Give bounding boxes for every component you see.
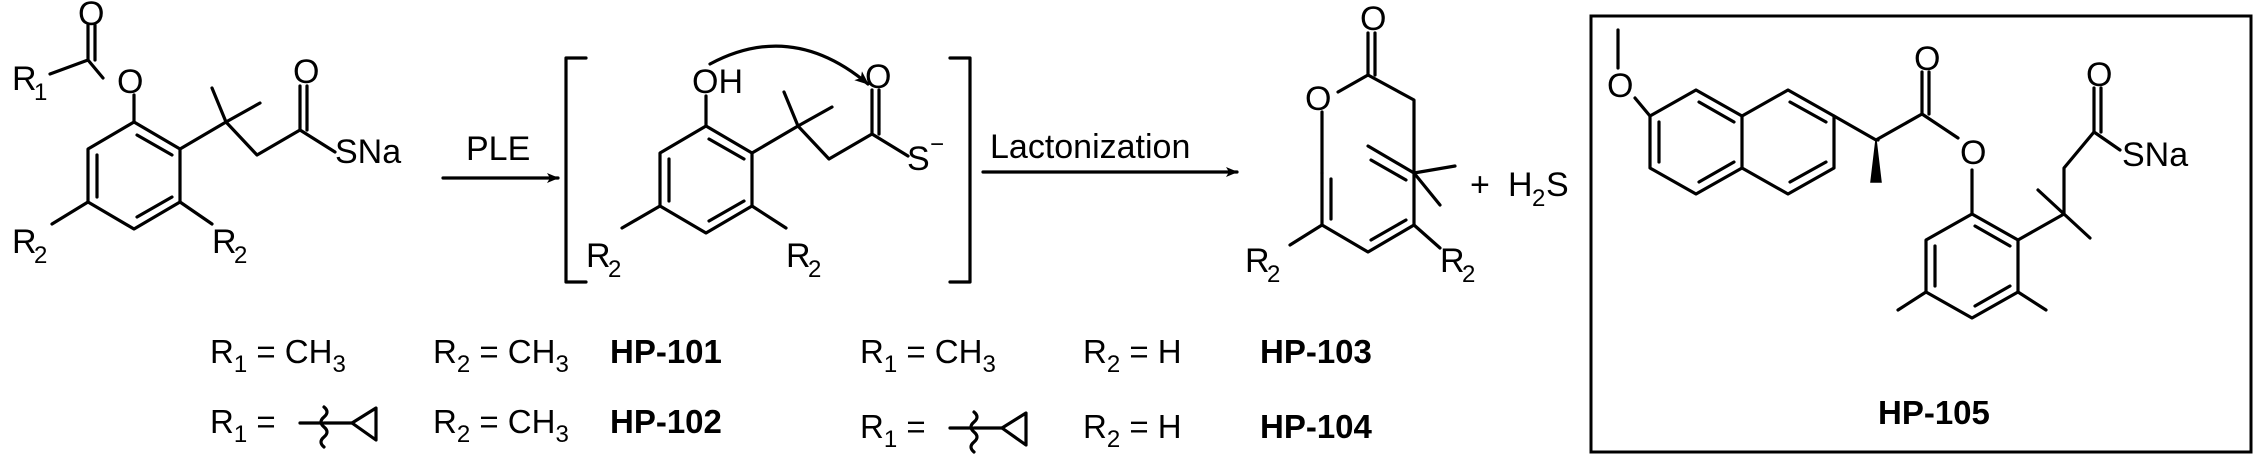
- r2-right-sub: 2: [234, 242, 247, 269]
- r1-label: R: [12, 60, 37, 98]
- intermediate-r2-right: R: [786, 237, 811, 275]
- hp105-label: HP-105: [1878, 394, 1990, 431]
- thiolate-s: S: [907, 140, 930, 178]
- lactone-r2-left-sub: 2: [1267, 261, 1280, 288]
- cond-1-r2: R2 = CH3: [433, 333, 569, 378]
- ester-carbonyl-o: O: [78, 0, 104, 33]
- lactone-ring-o: O: [1305, 80, 1331, 118]
- compound-code-3: HP-103: [1260, 333, 1372, 370]
- starting-material: O O R 1 O SNa R 2 R 2: [12, 0, 401, 269]
- oh-label: OH: [692, 63, 743, 101]
- r2-left-sub: 2: [34, 242, 47, 269]
- methoxy-o: O: [1607, 67, 1633, 105]
- thio-carbonyl-o-hp105: O: [2086, 56, 2112, 94]
- h2s-subscript: 2: [1532, 185, 1545, 212]
- r1-sub: 1: [34, 79, 47, 106]
- thiolate-charge: −: [930, 131, 944, 158]
- bracket-right: [948, 56, 972, 284]
- intermediate-r2-left-sub: 2: [608, 256, 621, 283]
- lactone-carbonyl-o: O: [1360, 0, 1386, 38]
- mechanism-arrow: [708, 44, 870, 86]
- ester-o: O: [117, 63, 143, 101]
- intermediate: OH O S − R 2 R 2: [564, 44, 972, 284]
- cyclopropyl-icon: [298, 405, 378, 449]
- hp105-box: O O O O SNa HP-105: [1589, 14, 2253, 454]
- lactone-r2-right: R: [1440, 242, 1465, 280]
- lactone-product: O O R 2 R 2: [1245, 0, 1475, 288]
- cond-2-r2: R2 = CH3: [433, 403, 569, 448]
- bracket-left: [564, 56, 588, 284]
- intermediate-carbonyl-o: O: [865, 58, 891, 96]
- r2-right: R: [212, 223, 237, 261]
- h2s-h: H: [1508, 166, 1533, 204]
- ester-o-hp105: O: [1960, 134, 1986, 172]
- cond-2-r1: R1 =: [210, 403, 276, 448]
- cond-4-r1: R1 =: [860, 408, 926, 453]
- compound-code-4: HP-104: [1260, 408, 1373, 445]
- compound-code-1: HP-101: [610, 333, 722, 370]
- sna-hp105: SNa: [2122, 136, 2188, 174]
- cond-4-r2: R2 = H: [1083, 408, 1182, 453]
- intermediate-r2-left: R: [586, 237, 611, 275]
- cond-3-r2: R2 = H: [1083, 333, 1182, 378]
- h2s-s: S: [1546, 166, 1569, 204]
- plus-sign: +: [1470, 166, 1490, 204]
- cond-1-r1: R1 = CH3: [210, 333, 346, 378]
- sna-label: SNa: [335, 133, 401, 171]
- intermediate-r2-right-sub: 2: [808, 256, 821, 283]
- naproxen-carbonyl-o: O: [1914, 40, 1940, 78]
- cond-3-r1: R1 = CH3: [860, 333, 996, 378]
- substituent-table: R1 = CH3 R2 = CH3 HP-101 R1 = R2 = CH3 H…: [210, 333, 1373, 454]
- cyclopropyl-icon: [948, 410, 1028, 454]
- lactone-r2-right-sub: 2: [1462, 261, 1475, 288]
- compound-code-2: HP-102: [610, 403, 722, 440]
- reagent-ple: PLE: [466, 130, 530, 168]
- r2-left: R: [12, 223, 37, 261]
- lactone-r2-left: R: [1245, 242, 1270, 280]
- reagent-lactonization: Lactonization: [990, 128, 1190, 166]
- thio-carbonyl-o: O: [293, 53, 319, 91]
